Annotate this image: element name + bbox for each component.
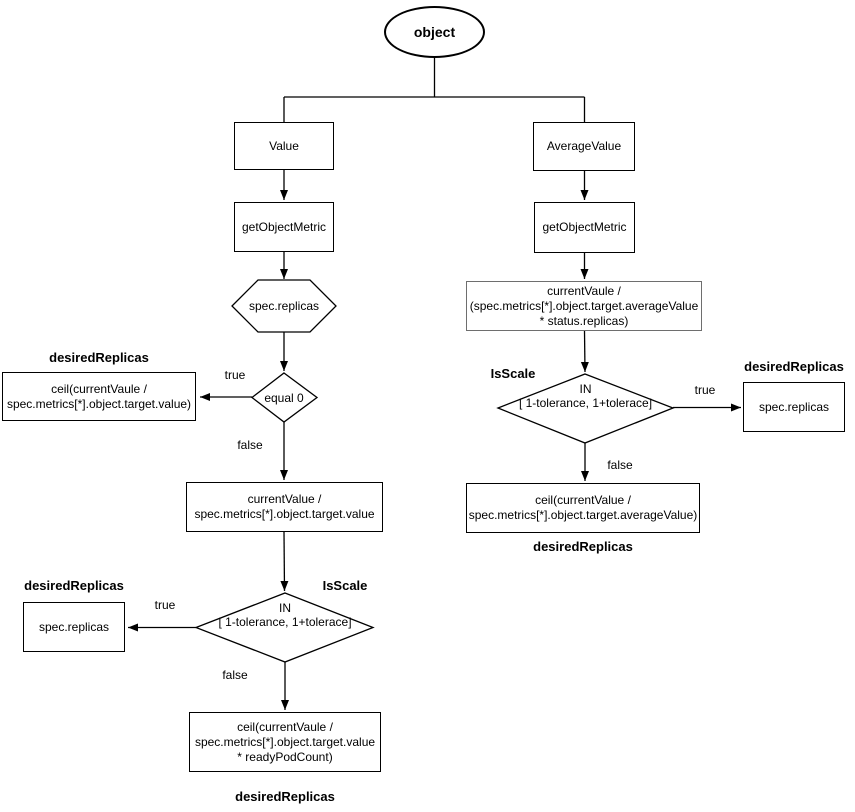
isscale-left-true-label: true (154, 598, 176, 612)
isscale-left-false-label: false (222, 668, 248, 682)
edge-formula-to-isscale (580, 330, 589, 373)
spec-replicas-result-box-left: spec.replicas (23, 602, 125, 652)
isscale-title-right: IsScale (490, 366, 536, 381)
isscale-right-true-label: true (694, 383, 716, 397)
ceil-average-result-box: ceil(currentValue / spec.metrics[*].obje… (466, 483, 700, 533)
edge-ratio-to-isscale (280, 531, 289, 592)
average-value-box: AverageValue (533, 122, 635, 171)
equal-true-label: true (224, 368, 246, 382)
start-ellipse: object (384, 6, 485, 58)
value-box: Value (234, 122, 334, 170)
desired-replicas-title-right: desiredReplicas (744, 359, 844, 374)
spec-replicas-hexagon-label: spec.replicas (248, 299, 320, 313)
ready-pod-count-result-box: ceil(currentVaule / spec.metrics[*].obje… (189, 712, 381, 772)
spec-replicas-hexagon-shape (231, 279, 337, 333)
get-object-metric-right-box: getObjectMetric (534, 202, 635, 253)
equal-zero-diamond-label: equal 0 (264, 390, 304, 405)
ceil-value-result-box: ceil(currentVaule / spec.metrics[*].obje… (2, 372, 196, 421)
desired-replicas-title-left: desiredReplicas (24, 578, 124, 593)
current-value-ratio-box: currentValue / spec.metrics[*].object.ta… (186, 482, 383, 532)
desired-replicas-title-bottom: desiredReplicas (235, 789, 335, 804)
get-object-metric-left-box: getObjectMetric (234, 202, 334, 252)
desired-replicas-title-zero: desiredReplicas (49, 350, 149, 365)
edge-root-tree (283, 58, 586, 122)
isscale-title-left: IsScale (322, 578, 368, 593)
average-usage-formula-box: currentVaule / (spec.metrics[*].object.t… (466, 281, 702, 331)
isscale-diamond-left-shape (194, 592, 375, 663)
isscale-right-false-label: false (607, 458, 633, 472)
isscale-diamond-right-label: IN [ 1-tolerance, 1+tolerace] (518, 382, 653, 410)
isscale-diamond-left-label: IN [ 1-tolerance, 1+tolerace] (218, 601, 352, 629)
equal-zero-diamond-shape (250, 372, 319, 423)
spec-replicas-result-box-right: spec.replicas (743, 382, 845, 432)
equal-false-label: false (237, 438, 263, 452)
isscale-diamond-right-shape (496, 373, 675, 444)
desired-replicas-title-right-bottom: desiredReplicas (533, 539, 633, 554)
